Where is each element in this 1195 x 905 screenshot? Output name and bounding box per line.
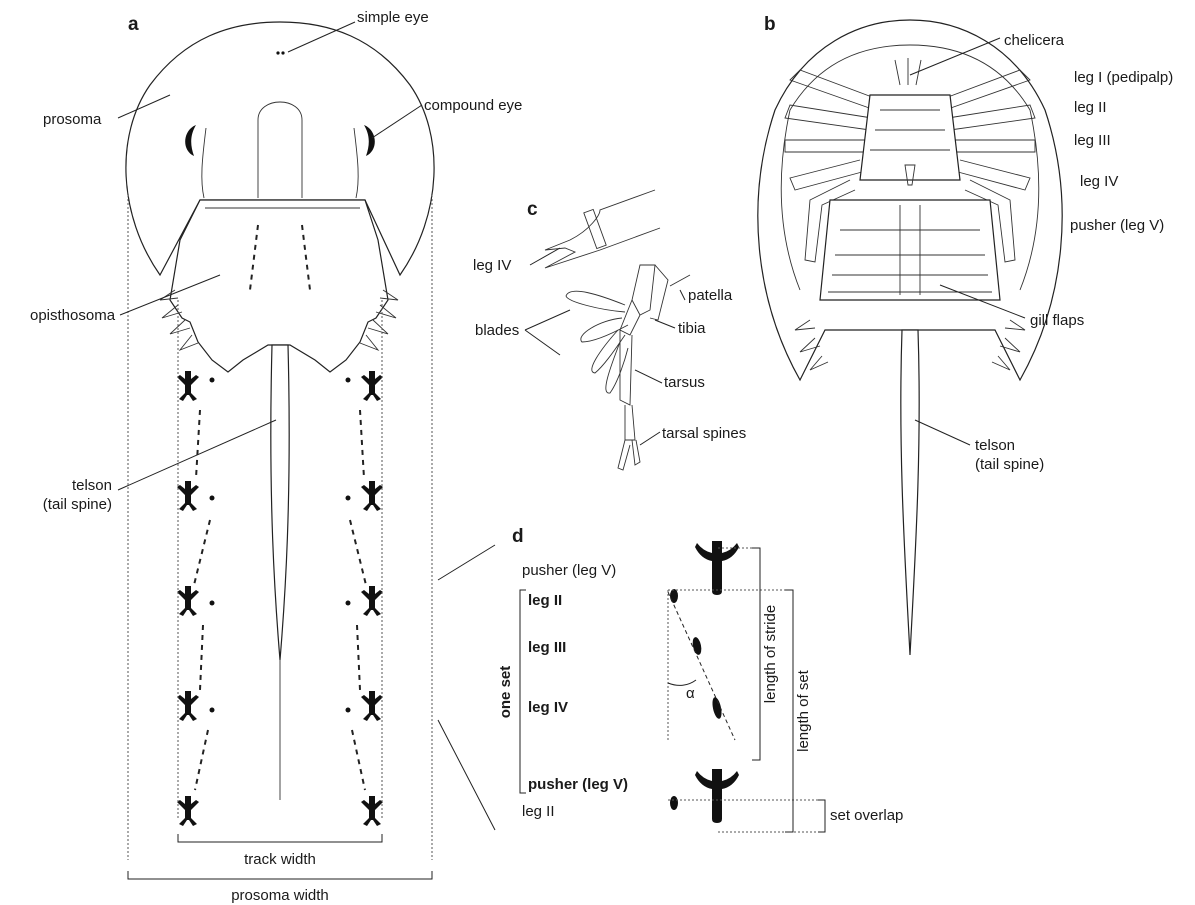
leg-2-label-b: leg II — [1074, 99, 1107, 116]
telson-shape-a — [271, 345, 289, 660]
pusher-print-bottom — [695, 769, 739, 823]
simple-eye-label: simple eye — [357, 9, 429, 26]
pusher-bottom-label: pusher (leg V) — [528, 776, 628, 793]
leg-3-label-d: leg III — [528, 639, 566, 656]
alpha-label: α — [686, 685, 695, 702]
leg-2-print-top — [670, 589, 678, 603]
panel-a: a — [30, 9, 522, 904]
tarsus-label: tarsus — [664, 374, 705, 391]
set-overlap-label: set overlap — [830, 807, 903, 824]
panel-letter-b: b — [764, 14, 776, 35]
leg-4-print — [711, 696, 723, 719]
leg-4-label-b: leg IV — [1080, 173, 1118, 190]
pusher-leg-drawing — [620, 265, 655, 440]
leg-3-label-b: leg III — [1074, 132, 1111, 149]
set-overlap-bracket — [818, 800, 825, 832]
leg-2-print-bottom — [670, 796, 678, 810]
one-set-label: one set — [497, 666, 514, 719]
chelicera-label: chelicera — [1004, 32, 1065, 49]
pusher-print-top — [695, 541, 739, 595]
compound-eye-label: compound eye — [424, 97, 522, 114]
telson-label-a-line1: telson — [72, 477, 112, 494]
ventral-opisthosoma — [820, 200, 1000, 300]
gill-flaps-label: gill flaps — [1030, 312, 1084, 329]
panel-letter-d: d — [512, 526, 524, 547]
leg-iv-drawing — [545, 190, 660, 268]
tarsal-spines-label: tarsal spines — [662, 425, 746, 442]
telson-label-a-line2: (tail spine) — [43, 496, 112, 513]
leg-2-label-d: leg II — [528, 592, 562, 609]
one-set-bracket — [520, 590, 526, 793]
blades-label: blades — [475, 322, 519, 339]
stride-bracket — [752, 548, 760, 760]
patella-label: patella — [688, 287, 733, 304]
set-bracket — [785, 590, 793, 832]
panel-b: b chelicera leg I (pedipalp) leg II — [758, 14, 1173, 655]
telson-label-b-line2: (tail spine) — [975, 456, 1044, 473]
pusher-label-b: pusher (leg V) — [1070, 217, 1164, 234]
track-prints-right — [346, 371, 384, 826]
leg-2-bottom-label: leg II — [522, 803, 555, 820]
leg-4-label-c: leg IV — [473, 257, 511, 274]
track-prints-left — [177, 371, 215, 826]
panel-d: d pusher (leg V) leg II leg III leg IV p… — [497, 526, 903, 832]
track-width-label: track width — [244, 851, 316, 868]
telson-label-b-line1: telson — [975, 437, 1015, 454]
telson-shape-b — [901, 330, 919, 655]
pusher-top-label: pusher (leg V) — [522, 562, 616, 579]
prosoma-width-label: prosoma width — [231, 887, 329, 904]
leg-1-label: leg I (pedipalp) — [1074, 69, 1173, 86]
length-of-set-label: length of set — [795, 669, 812, 752]
panel-c: c leg IV patella blades tibia tarsus tar… — [473, 190, 746, 470]
length-of-stride-label: length of stride — [762, 605, 779, 703]
tibia-label: tibia — [678, 320, 706, 337]
panel-letter-a: a — [128, 14, 139, 35]
panel-letter-c: c — [527, 199, 538, 220]
opisthosoma-label: opisthosoma — [30, 307, 116, 324]
leg-4-label-d: leg IV — [528, 699, 568, 716]
prosoma-width-bracket — [128, 871, 432, 879]
track-width-bracket — [178, 834, 382, 842]
prosoma-label: prosoma — [43, 111, 102, 128]
